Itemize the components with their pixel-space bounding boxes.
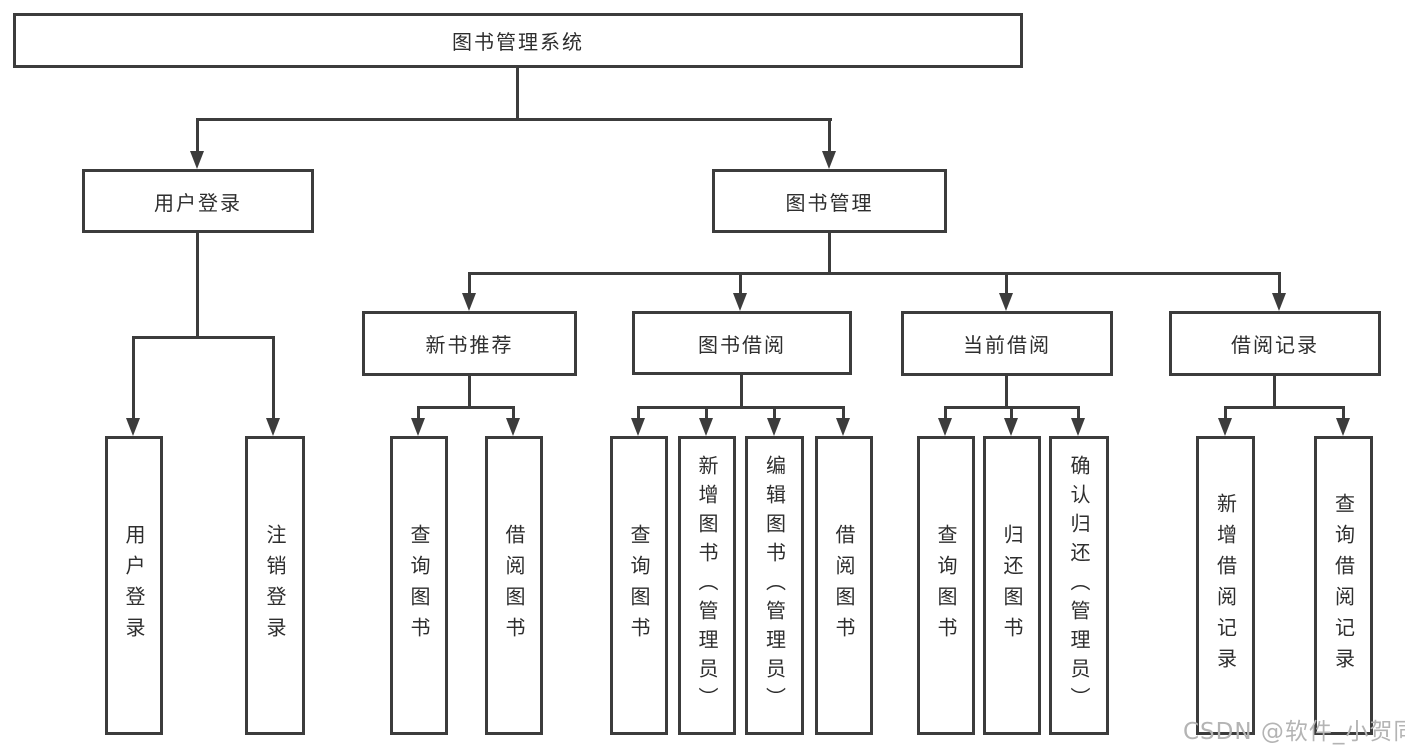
arrowhead-bb-borrow-icon xyxy=(836,418,850,436)
leaf-cb-confirm-label: 确认归还（管理员） xyxy=(1067,455,1091,716)
leaf-nb-borrow: 借阅图书 xyxy=(485,436,543,735)
connector-drop-current xyxy=(1005,272,1008,294)
leaf-br-add-label: 新增借阅记录 xyxy=(1213,492,1238,679)
connector-drop-br-query xyxy=(1342,406,1345,420)
connector-user-login-bus xyxy=(132,336,275,339)
leaf-bb-query-label: 查询图书 xyxy=(627,523,651,648)
leaf-bb-edit: 编辑图书（管理员） xyxy=(745,436,804,735)
arrowhead-br-add-icon xyxy=(1218,418,1232,436)
connector-drop-cb-confirm xyxy=(1077,406,1080,420)
node-borrow-label: 图书借阅 xyxy=(698,332,786,357)
node-current-label: 当前借阅 xyxy=(963,333,1051,357)
node-root-label: 图书管理系统 xyxy=(452,30,584,54)
connector-drop-bb-add xyxy=(705,406,708,420)
connector-level2-bus xyxy=(468,272,1281,275)
leaf-bb-edit-label: 编辑图书（管理员） xyxy=(762,455,787,716)
connector-drop-bb-query xyxy=(637,406,640,420)
connector-record-bus xyxy=(1224,406,1345,409)
leaf-bb-borrow: 借阅图书 xyxy=(815,436,873,735)
connector-borrow-bus xyxy=(637,406,845,409)
connector-drop-nb-query xyxy=(417,406,420,420)
node-new-book-label: 新书推荐 xyxy=(425,333,514,357)
arrowhead-bb-edit-icon xyxy=(767,418,781,436)
arrowhead-nb-query-icon xyxy=(411,418,425,436)
arrowhead-book-mgmt-icon xyxy=(822,151,836,169)
connector-root-stem xyxy=(516,68,519,120)
connector-drop-new-book xyxy=(468,272,471,294)
leaf-br-add: 新增借阅记录 xyxy=(1196,436,1255,735)
connector-drop-record xyxy=(1278,272,1281,294)
connector-level1-bus xyxy=(196,118,832,121)
connector-drop-user-login xyxy=(196,118,199,152)
connector-drop-borrow xyxy=(739,272,742,294)
node-borrow: 图书借阅 xyxy=(632,311,852,375)
arrowhead-cb-return-icon xyxy=(1004,418,1018,436)
connector-drop-cb-query xyxy=(944,406,947,420)
arrowhead-cb-query-icon xyxy=(938,418,952,436)
connector-drop-ul-login xyxy=(132,336,135,419)
connector-drop-br-add xyxy=(1224,406,1227,420)
connector-drop-nb-borrow xyxy=(512,406,515,420)
arrowhead-cb-confirm-icon xyxy=(1071,418,1085,436)
arrowhead-record-icon xyxy=(1272,293,1286,311)
leaf-cb-confirm: 确认归还（管理员） xyxy=(1049,436,1109,735)
node-root: 图书管理系统 xyxy=(13,13,1023,68)
leaf-br-query: 查询借阅记录 xyxy=(1314,436,1373,735)
leaf-logout-label: 注销登录 xyxy=(263,523,287,648)
leaf-nb-borrow-label: 借阅图书 xyxy=(502,523,526,648)
leaf-cb-query: 查询图书 xyxy=(917,436,975,735)
leaf-cb-query-label: 查询图书 xyxy=(934,523,958,648)
arrowhead-br-query-icon xyxy=(1336,418,1350,436)
leaf-bb-add: 新增图书（管理员） xyxy=(678,436,736,735)
connector-user-login-stem xyxy=(196,233,199,338)
leaf-bb-query: 查询图书 xyxy=(610,436,668,735)
arrowhead-new-book-icon xyxy=(462,293,476,311)
leaf-logout: 注销登录 xyxy=(245,436,305,735)
connector-current-stem xyxy=(1005,376,1008,408)
connector-drop-book-mgmt xyxy=(828,118,831,152)
leaf-nb-query-label: 查询图书 xyxy=(407,523,431,648)
leaf-nb-query: 查询图书 xyxy=(390,436,448,735)
leaf-user-login: 用户登录 xyxy=(105,436,163,735)
node-current: 当前借阅 xyxy=(901,311,1113,376)
arrowhead-bb-add-icon xyxy=(699,418,713,436)
connector-drop-bb-borrow xyxy=(842,406,845,420)
connector-drop-cb-return xyxy=(1010,406,1013,420)
leaf-cb-return-label: 归还图书 xyxy=(1000,523,1024,648)
node-user-login-label: 用户登录 xyxy=(154,190,242,215)
node-book-mgmt: 图书管理 xyxy=(712,169,947,233)
arrowhead-bb-query-icon xyxy=(631,418,645,436)
leaf-bb-add-label: 新增图书（管理员） xyxy=(695,455,719,716)
node-user-login: 用户登录 xyxy=(82,169,314,233)
leaf-cb-return: 归还图书 xyxy=(983,436,1041,735)
connector-drop-bb-edit xyxy=(773,406,776,420)
node-book-mgmt-label: 图书管理 xyxy=(785,190,874,215)
connector-new-book-bus xyxy=(417,406,515,409)
arrowhead-user-login-icon xyxy=(190,151,204,169)
arrowhead-current-icon xyxy=(999,293,1013,311)
arrowhead-ul-logout-icon xyxy=(266,418,280,436)
leaf-bb-borrow-label: 借阅图书 xyxy=(832,523,856,648)
connector-record-stem xyxy=(1273,376,1276,408)
connector-drop-ul-logout xyxy=(272,336,275,419)
node-new-book: 新书推荐 xyxy=(362,311,577,376)
arrowhead-nb-borrow-icon xyxy=(506,418,520,436)
connector-book-mgmt-stem xyxy=(828,233,831,275)
node-record: 借阅记录 xyxy=(1169,311,1381,376)
connector-new-book-stem xyxy=(468,376,471,408)
leaf-br-query-label: 查询借阅记录 xyxy=(1331,492,1356,679)
leaf-user-login-label: 用户登录 xyxy=(122,523,146,648)
node-record-label: 借阅记录 xyxy=(1231,333,1319,357)
arrowhead-borrow-icon xyxy=(733,293,747,311)
csdn-watermark: CSDN @软件_小贺同学 xyxy=(1183,719,1405,745)
connector-borrow-stem xyxy=(740,375,743,408)
arrowhead-ul-login-icon xyxy=(126,418,140,436)
